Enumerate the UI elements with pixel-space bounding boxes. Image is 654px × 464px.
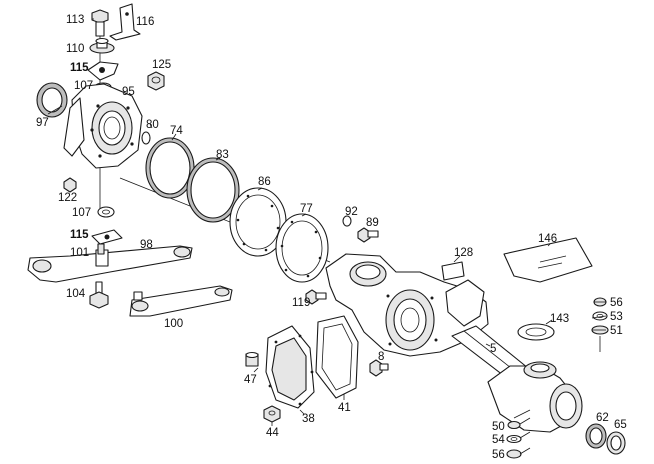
callout-95: 95 xyxy=(122,86,135,98)
washer-53 xyxy=(592,311,608,321)
gasket-41 xyxy=(315,315,359,399)
fitting-110 xyxy=(89,37,115,54)
callout-83: 83 xyxy=(216,149,229,161)
callout-51: 51 xyxy=(610,325,623,337)
cover-38 xyxy=(265,325,315,409)
callout-62: 62 xyxy=(596,412,609,424)
callout-143: 143 xyxy=(550,313,569,325)
knuckle-housing-95 xyxy=(63,83,143,169)
callout-122: 122 xyxy=(58,192,77,204)
ring-74 xyxy=(145,137,195,199)
callout-56-bottom: 56 xyxy=(492,449,505,461)
gasket-86 xyxy=(229,187,287,257)
washer-92 xyxy=(342,215,352,227)
washer-50 xyxy=(507,420,521,430)
callout-98: 98 xyxy=(140,239,153,251)
gasket-115-top xyxy=(87,61,119,81)
washer-56-bottom xyxy=(506,449,522,459)
callout-8: 8 xyxy=(378,351,384,363)
steering-arm-98 xyxy=(27,245,193,283)
callouts: 113 116 110 115 125 107 95 97 80 74 83 1… xyxy=(36,14,627,461)
callout-92: 92 xyxy=(345,206,358,218)
axle-housing-end xyxy=(487,361,583,433)
washer-107-left xyxy=(97,206,115,218)
callout-47: 47 xyxy=(244,374,257,386)
callout-80: 80 xyxy=(146,119,159,131)
callout-113: 113 xyxy=(66,14,84,26)
ring-65 xyxy=(606,431,626,455)
plate-128 xyxy=(441,261,465,281)
callout-5: 5 xyxy=(490,343,496,355)
callout-65: 65 xyxy=(614,419,627,431)
bolt-104 xyxy=(89,281,109,309)
axle-housing-center xyxy=(325,253,489,357)
pin-101 xyxy=(97,243,105,255)
callout-104: 104 xyxy=(66,288,86,300)
leader-lines xyxy=(47,18,607,455)
callout-53: 53 xyxy=(610,311,623,323)
callout-56-right: 56 xyxy=(610,297,623,309)
ring-83 xyxy=(186,157,240,223)
callout-146: 146 xyxy=(538,233,557,245)
bolt-89 xyxy=(357,227,379,243)
gasket-115-left xyxy=(91,229,123,245)
bolt-8 xyxy=(369,359,389,377)
callout-41: 41 xyxy=(338,402,351,414)
callout-97: 97 xyxy=(36,117,49,129)
washer-54 xyxy=(506,434,522,444)
callout-100: 100 xyxy=(164,318,183,330)
callout-125: 125 xyxy=(152,59,171,71)
ring-80 xyxy=(141,131,151,145)
callout-77: 77 xyxy=(300,203,313,215)
callout-101: 101 xyxy=(70,247,89,259)
nut-122 xyxy=(63,177,77,193)
callout-110: 110 xyxy=(66,43,84,55)
seal-plate-77 xyxy=(275,213,329,283)
callout-107-top: 107 xyxy=(74,80,93,92)
cover-146 xyxy=(503,237,593,283)
bolt-44 xyxy=(263,405,281,423)
bracket-116 xyxy=(109,3,141,41)
callout-119: 119 xyxy=(292,297,310,309)
callout-38: 38 xyxy=(302,413,315,425)
bolt-113 xyxy=(91,9,109,37)
callout-44: 44 xyxy=(266,427,279,439)
callout-107-left: 107 xyxy=(72,207,91,219)
plug-47 xyxy=(245,351,259,367)
bolt-119 xyxy=(305,289,327,305)
callout-115-top: 115 xyxy=(70,62,89,74)
callout-128: 128 xyxy=(454,247,473,259)
callout-54: 54 xyxy=(492,434,505,446)
arm-100 xyxy=(129,285,233,317)
nut-125 xyxy=(147,71,165,91)
callout-116: 116 xyxy=(136,16,154,28)
callout-89: 89 xyxy=(366,217,379,229)
ring-62 xyxy=(585,423,607,449)
ring-143 xyxy=(517,323,555,341)
callout-74: 74 xyxy=(170,125,183,137)
callout-115-left: 115 xyxy=(70,229,89,241)
callout-86: 86 xyxy=(258,176,271,188)
callout-50: 50 xyxy=(492,421,505,433)
